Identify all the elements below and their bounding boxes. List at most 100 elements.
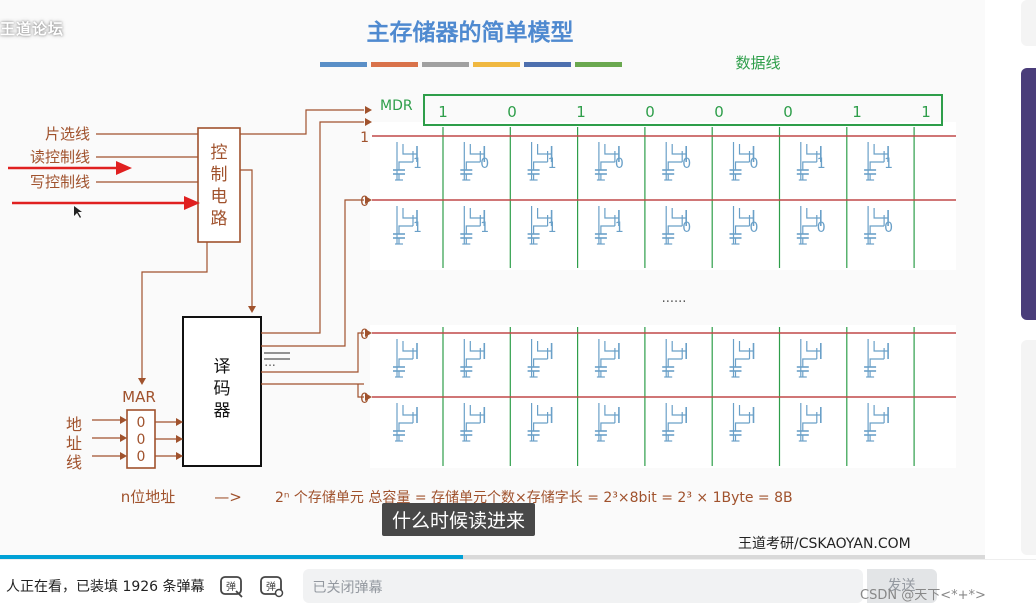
- decoder-dots: ...: [264, 355, 275, 369]
- cell-wire: [734, 422, 750, 431]
- cell-wire: [671, 341, 687, 352]
- cell-wire: [869, 422, 885, 431]
- cell-wire: [671, 405, 687, 416]
- send-button[interactable]: 发送: [866, 569, 937, 603]
- cell-wire: [667, 225, 683, 234]
- side-card[interactable]: [1021, 0, 1036, 46]
- cell-bit: 0: [682, 156, 691, 172]
- cell-wire: [469, 208, 485, 219]
- cell-wire: [604, 144, 619, 155]
- n-bit-address-label: n位地址: [121, 488, 176, 506]
- decoder-char: 器: [214, 401, 231, 421]
- cell-wire: [600, 358, 615, 367]
- address-line-char: 地: [66, 415, 82, 434]
- cell-wire: [806, 341, 821, 352]
- cell-bit: 0: [480, 156, 489, 172]
- cell-wire: [734, 161, 750, 170]
- cell-bit: 1: [817, 156, 826, 172]
- cell-bit: 0: [615, 156, 624, 172]
- cell-bit: 1: [548, 156, 557, 172]
- cell-bit: 1: [413, 156, 422, 172]
- side-card[interactable]: [1021, 340, 1036, 555]
- cell-wire: [536, 341, 552, 352]
- control-circuit-char: 路: [211, 209, 228, 229]
- arrow-head: [365, 196, 372, 204]
- cell-wire: [869, 358, 885, 367]
- cell-wire: [806, 144, 821, 155]
- cell-wire: [738, 208, 754, 219]
- cell-wire: [398, 422, 413, 431]
- cell-wire: [734, 358, 750, 367]
- cell-bit: 1: [615, 220, 624, 236]
- decoder-char: 码: [214, 379, 231, 399]
- arrow-head: [365, 393, 372, 401]
- arrow-head: [365, 118, 372, 126]
- mdr-bit: 1: [852, 103, 862, 121]
- cell-wire: [600, 225, 615, 234]
- mar-register: [126, 409, 156, 469]
- progress-bar[interactable]: [0, 555, 985, 559]
- cell-bit: 0: [750, 156, 759, 172]
- row-ellipsis: ......: [662, 291, 687, 306]
- cell-wire: [402, 208, 417, 219]
- arrow-head: [120, 452, 127, 460]
- title-underline-segment: [524, 62, 571, 67]
- control-input-label: 读控制线: [30, 148, 90, 166]
- cell-wire: [398, 358, 413, 367]
- cell-wire: [532, 422, 548, 431]
- mar-bit: 0: [137, 432, 146, 448]
- slide-title: 主存储器的简单模型: [367, 19, 574, 46]
- danmaku-bar: 人正在看，已装填 1926 条弹幕 弹 弹 已关闭弹幕 发送: [0, 559, 1036, 612]
- cell-wire: [469, 405, 485, 416]
- mouse-cursor-icon: [74, 206, 82, 218]
- cell-wire: [398, 225, 413, 234]
- cell-bit: 0: [682, 220, 691, 236]
- side-video-thumbnail[interactable]: [1021, 68, 1036, 320]
- mar-bit: 0: [137, 449, 146, 465]
- cell-wire: [873, 144, 889, 155]
- cell-wire: [402, 144, 417, 155]
- mdr-label: MDR: [380, 98, 413, 114]
- mdr-bit: 1: [921, 103, 931, 121]
- control-to-mar-line: [141, 242, 208, 378]
- cell-wire: [869, 225, 885, 234]
- cell-wire: [738, 144, 754, 155]
- title-underline-segment: [371, 62, 418, 67]
- mar-label: MAR: [122, 388, 156, 406]
- cell-wire: [402, 341, 417, 352]
- danmaku-input[interactable]: 已关闭弹幕: [302, 569, 863, 603]
- control-to-decoder-line: [240, 169, 253, 306]
- svg-text:弹: 弹: [226, 580, 236, 593]
- arrow-head: [365, 106, 372, 114]
- control-circuit-char: 电: [211, 187, 228, 207]
- cell-wire: [738, 341, 754, 352]
- title-underline-segment: [320, 62, 367, 67]
- viewer-count: 人正在看，已装填 1926 条弹幕: [6, 579, 205, 595]
- danmaku-settings-icon[interactable]: 弹: [259, 574, 285, 598]
- cell-bit: 1: [480, 220, 489, 236]
- word-line-value: 0: [360, 327, 369, 343]
- cell-wire: [398, 161, 413, 170]
- cell-bit: 0: [817, 220, 826, 236]
- danmaku-toggle-icon[interactable]: 弹: [219, 574, 245, 598]
- cell-wire: [465, 422, 481, 431]
- cell-wire: [802, 422, 817, 431]
- control-circuit-box: [197, 127, 241, 243]
- cell-wire: [469, 341, 485, 352]
- arrow-head: [138, 378, 146, 385]
- side-panel: [985, 0, 1036, 555]
- cell-wire: [600, 422, 615, 431]
- cell-wire: [802, 225, 817, 234]
- forum-logo: 王道论坛: [0, 20, 65, 38]
- decoder-char: 译: [214, 357, 231, 377]
- cell-wire: [536, 144, 552, 155]
- cell-wire: [873, 208, 889, 219]
- word-line-value: 0: [360, 194, 369, 210]
- mdr-bit: 0: [645, 103, 655, 121]
- cell-bit: 1: [884, 156, 893, 172]
- arrow-head: [176, 435, 183, 443]
- title-underline-segment: [473, 62, 520, 67]
- arrow-head: [120, 434, 127, 442]
- cell-wire: [402, 405, 417, 416]
